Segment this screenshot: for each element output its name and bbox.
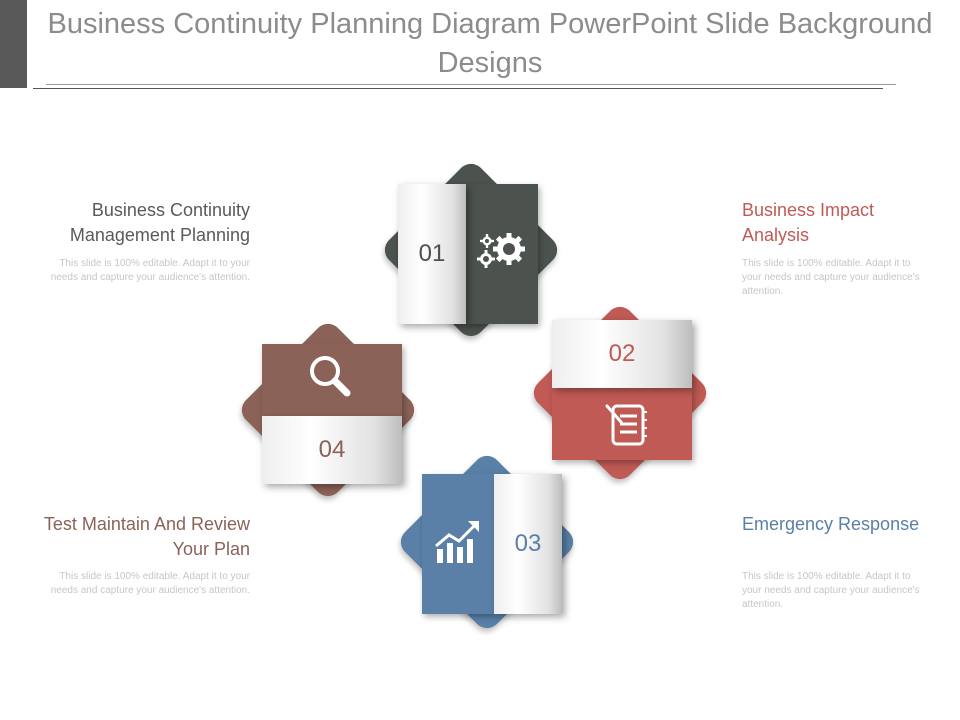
notepad-icon (598, 400, 654, 450)
title-divider (46, 84, 896, 85)
step-01-number: 01 (398, 184, 466, 324)
step-01-description: This slide is 100% editable. Adapt it to… (50, 258, 250, 283)
step-04-number: 04 (262, 416, 402, 484)
corner-accent-bar (0, 0, 27, 88)
slide-title: Business Continuity Planning Diagram Pow… (47, 8, 933, 79)
step-03-heading: Emergency Response (742, 514, 920, 534)
title-divider-shadow (33, 88, 883, 89)
step-04-description: This slide is 100% editable. Adapt it to… (50, 571, 250, 596)
step-02-description: This slide is 100% editable. Adapt it to… (742, 258, 920, 297)
gears-icon (472, 224, 532, 274)
magnifier-icon (302, 350, 358, 402)
step-03-color-panel (422, 474, 494, 614)
step-03-number: 03 (494, 474, 562, 614)
step-01-heading: Business Continuity Management Planning (69, 200, 250, 245)
growth-chart-icon (428, 518, 488, 566)
step-04-heading: Test Maintain And Review Your Plan (43, 514, 250, 559)
step-02-heading: Business Impact Analysis (742, 200, 875, 245)
step-03-description: This slide is 100% editable. Adapt it to… (742, 571, 920, 610)
step-02-number: 02 (552, 320, 692, 388)
